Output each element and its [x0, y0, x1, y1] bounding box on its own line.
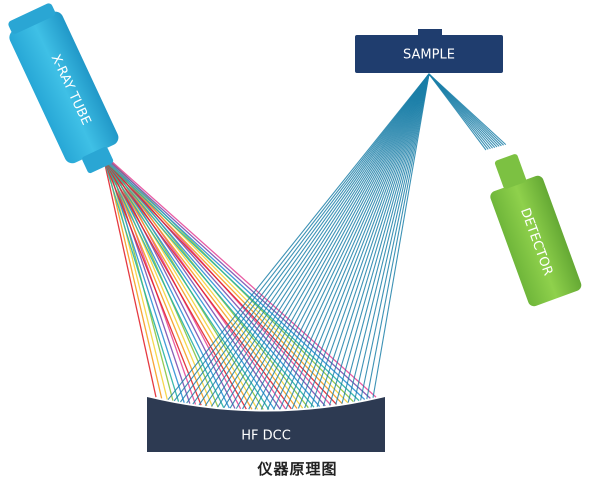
incident-beam [105, 159, 366, 400]
incident-beam [105, 159, 185, 403]
xray-tube: X-RAY TUBE [8, 3, 119, 174]
diffracted-beam [186, 73, 430, 404]
incident-beam [107, 159, 168, 400]
diffracted-beam [229, 73, 430, 409]
incident-beam [107, 159, 304, 409]
incident-beam [105, 159, 208, 407]
diffracted-beam [242, 73, 430, 410]
diffracted-beam [254, 73, 430, 410]
incident-beam [105, 159, 343, 405]
incident-beams [103, 159, 377, 410]
diffracted-beam [285, 73, 430, 410]
diffracted-beam [366, 73, 430, 400]
sample: SAMPLE [355, 29, 503, 73]
incident-beam [105, 159, 298, 409]
detected-beam [428, 73, 507, 146]
diffracted-beam [291, 73, 430, 410]
diffracted-beam [353, 73, 430, 402]
incident-beam [105, 159, 163, 399]
incident-beam [103, 159, 337, 405]
incident-beam [103, 159, 202, 406]
diffracted-beam [360, 73, 430, 401]
incident-beam [105, 159, 321, 407]
diffracted-beam [198, 73, 430, 406]
diffracted-beams [167, 73, 430, 410]
incident-beam [103, 159, 315, 408]
diffracted-beam [173, 73, 430, 402]
incident-beam [105, 159, 253, 410]
incident-beam [109, 159, 377, 398]
diffracted-beam [204, 73, 430, 407]
incident-beam [107, 159, 236, 409]
hf-dcc-label: HF DCC [241, 429, 291, 444]
diffracted-beam [297, 73, 430, 409]
diffracted-beam [235, 73, 430, 409]
diffracted-beam [341, 73, 430, 404]
incident-beam [107, 159, 349, 404]
diagram-caption: 仪器原理图 [257, 460, 338, 478]
incident-beam [103, 159, 270, 410]
diffracted-beam [248, 73, 430, 410]
detector: DETECTOR [490, 154, 582, 307]
incident-beam [105, 159, 230, 409]
hf-dcc: HF DCC [147, 397, 385, 452]
diffracted-beam [304, 73, 430, 409]
diffracted-beam [372, 73, 430, 398]
incident-beam [105, 159, 276, 410]
diffracted-beam [192, 73, 430, 405]
incident-beam [107, 159, 281, 410]
incident-beam [103, 159, 247, 410]
diffracted-beam [217, 73, 430, 408]
diffracted-beam [273, 73, 430, 410]
sample-label: SAMPLE [403, 48, 455, 63]
incident-beam [107, 159, 259, 410]
diffracted-beam [223, 73, 430, 408]
detector-beams [428, 73, 507, 151]
diffracted-beam [179, 73, 430, 403]
diffracted-beam [335, 73, 430, 405]
diffracted-beam [322, 73, 430, 407]
diffracted-beam [211, 73, 430, 407]
diffracted-beam [167, 73, 430, 401]
incident-beam [103, 159, 157, 398]
diffracted-beam [316, 73, 430, 408]
diffracted-beam [328, 73, 430, 406]
incident-beam [103, 159, 225, 408]
incident-beam [107, 159, 191, 404]
diffracted-beam [266, 73, 430, 410]
diffracted-beam [260, 73, 430, 410]
diffracted-beam [347, 73, 430, 403]
diffracted-beam [310, 73, 430, 408]
incident-beam [103, 159, 180, 402]
diffracted-beam [279, 73, 430, 410]
incident-beam [107, 159, 371, 399]
